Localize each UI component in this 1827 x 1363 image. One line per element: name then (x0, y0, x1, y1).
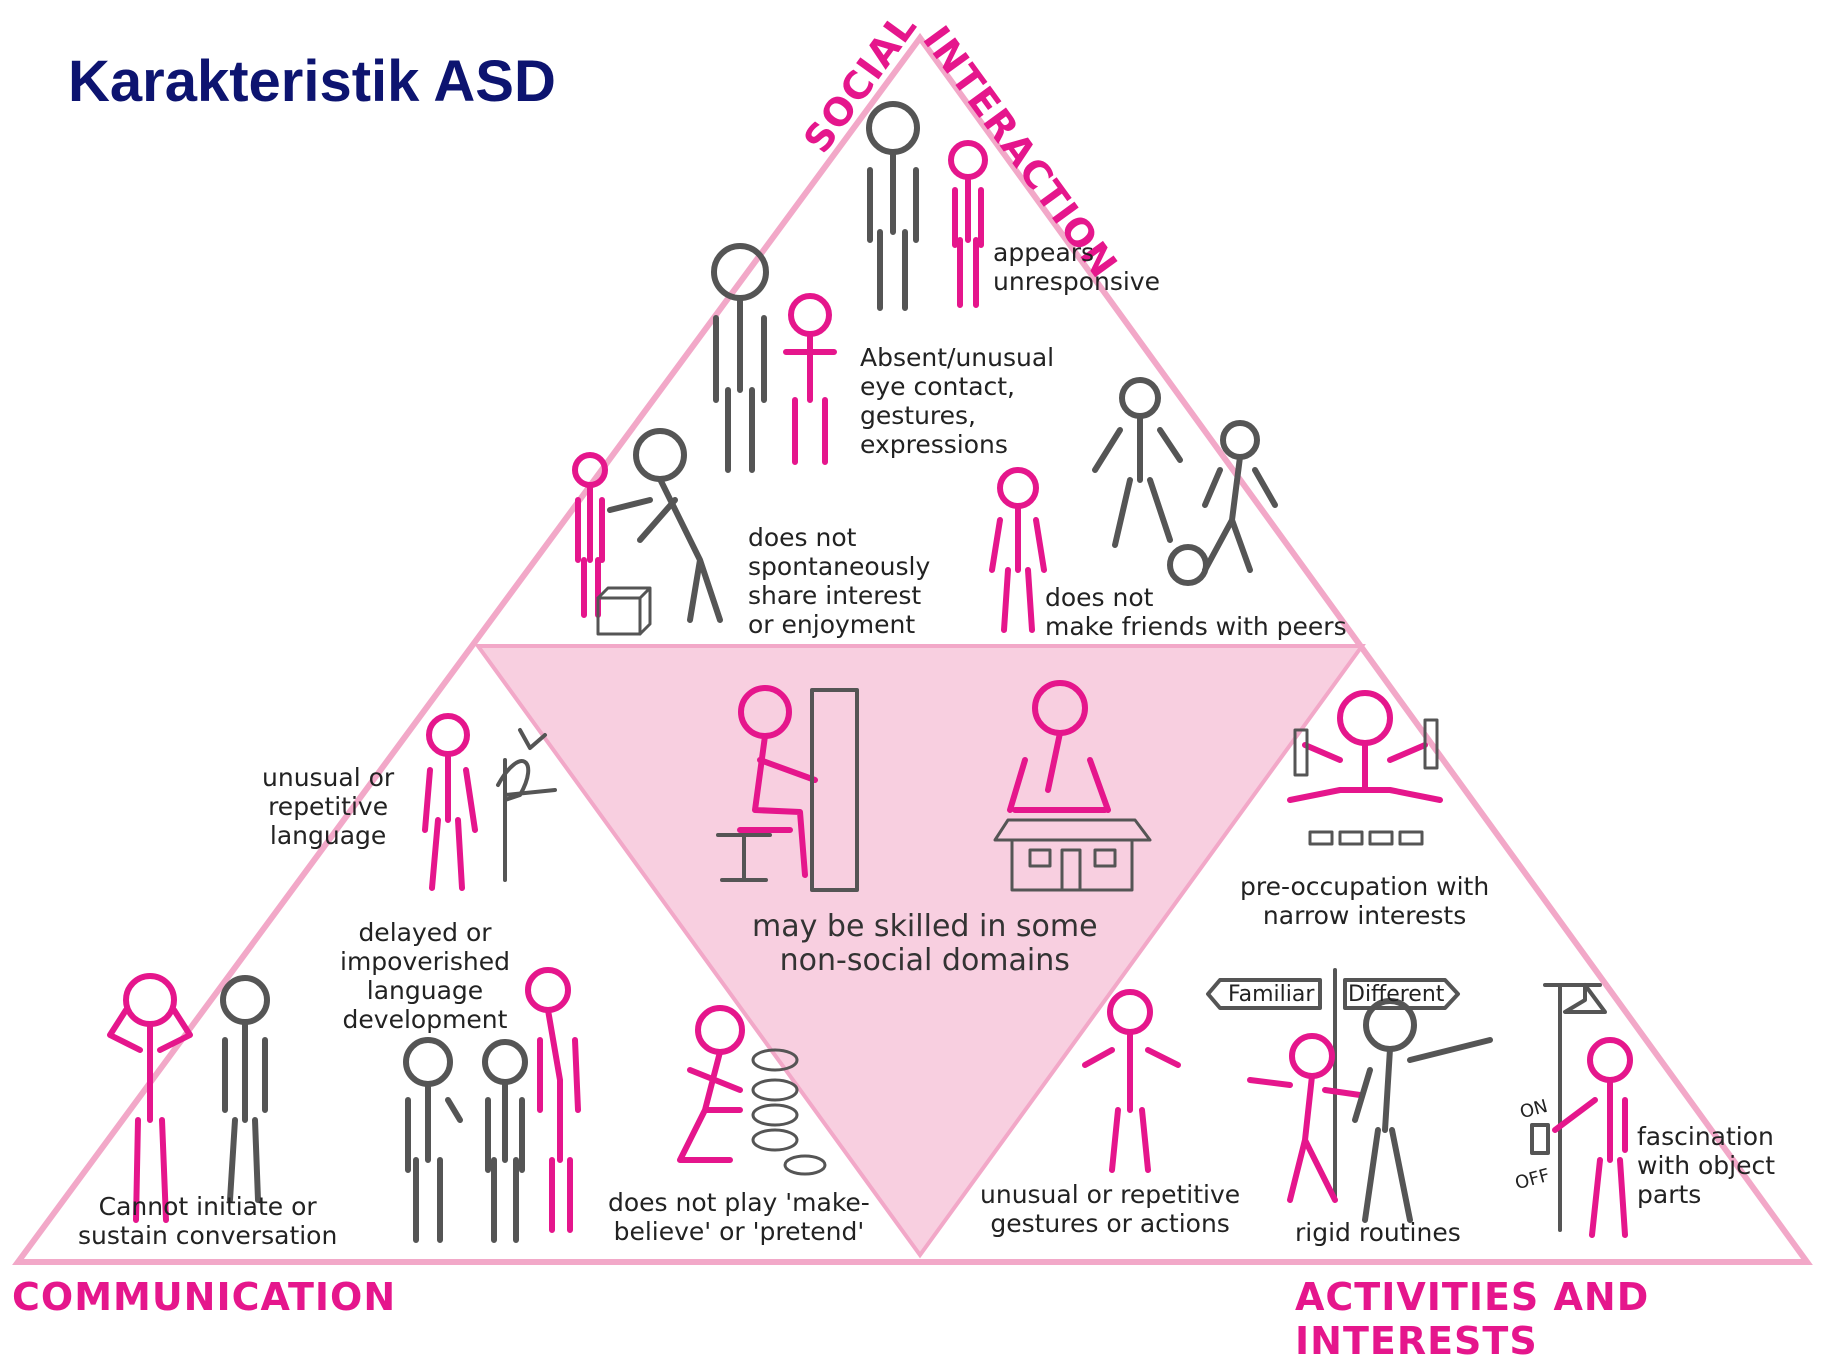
child-figure-icon (1552, 1037, 1633, 1238)
adult-bowing-icon (525, 967, 581, 1233)
phones-icon (1293, 718, 1439, 846)
caption-object-parts: fascination with object parts (1637, 1122, 1776, 1209)
asd-triangle-diagram: Karakteristik ASD SOCIAL INTERACTION COM… (12, 4, 1813, 1363)
signpost-icon (1206, 968, 1460, 1202)
child-figure-icon (989, 467, 1047, 633)
activities-interests-label: ACTIVITIES AND INTERESTS (1295, 1275, 1650, 1363)
child-figure-icon (572, 452, 608, 618)
page-title: Karakteristik ASD (68, 49, 556, 114)
block-house-icon (993, 818, 1152, 892)
triangle-graphic (12, 32, 1813, 1265)
child-building-icon (1007, 680, 1111, 813)
caption-eye-contact: Absent/unusual eye contact, gestures, ex… (860, 343, 1055, 459)
child-figure-icon (948, 140, 988, 308)
child-running-icon (1247, 1033, 1363, 1203)
piano-icon (716, 688, 859, 892)
adult-pointing-icon (1352, 998, 1493, 1223)
caption-narrow-interests: pre-occupation with narrow interests (1240, 872, 1490, 930)
caption-repetitive-language: unusual or repetitive language (262, 763, 395, 850)
piano-player-icon (737, 685, 818, 878)
light-switch-icon (1530, 983, 1607, 1232)
stacked-bowls-icon (751, 1048, 827, 1176)
caption-cannot-initiate: Cannot initiate or sustain conversation (78, 1192, 338, 1250)
caption-make-believe: does not play 'make- believe' or 'preten… (608, 1188, 870, 1246)
adult-figure-icon (711, 243, 769, 473)
signpost-familiar: Familiar (1228, 982, 1315, 1007)
caption-repetitive-gestures: unusual or repetitive gestures or action… (980, 1180, 1241, 1238)
caption-appears-unresponsive: appears unresponsive (993, 238, 1160, 296)
child-sitting-icon (1287, 690, 1443, 803)
box-icon (596, 586, 652, 636)
communication-label: COMMUNICATION (12, 1275, 397, 1319)
adult-figure-icon (866, 101, 920, 311)
caption-rigid-routines: rigid routines (1295, 1218, 1461, 1247)
child-flapping-icon (1082, 989, 1181, 1173)
caption-make-friends: does not make friends with peers (1045, 583, 1347, 641)
child-figure-icon (422, 713, 478, 891)
caption-delayed-language: delayed or impoverished language develop… (340, 918, 510, 1034)
child-kneeling-icon (677, 1005, 745, 1163)
adult-bending-icon (607, 428, 723, 623)
child-figure-icon (783, 293, 837, 465)
caption-non-social-skills: may be skilled in some non-social domain… (752, 909, 1098, 978)
playing-children-icon (1092, 377, 1278, 586)
adult-figure-icon (220, 975, 270, 1203)
adult-figure-icon (403, 1037, 528, 1243)
signpost-different: Different (1348, 982, 1445, 1007)
child-covering-ears-icon (107, 973, 193, 1223)
caption-share-interest: does not spontaneously share interest or… (748, 523, 931, 639)
parrot-icon (496, 728, 557, 882)
